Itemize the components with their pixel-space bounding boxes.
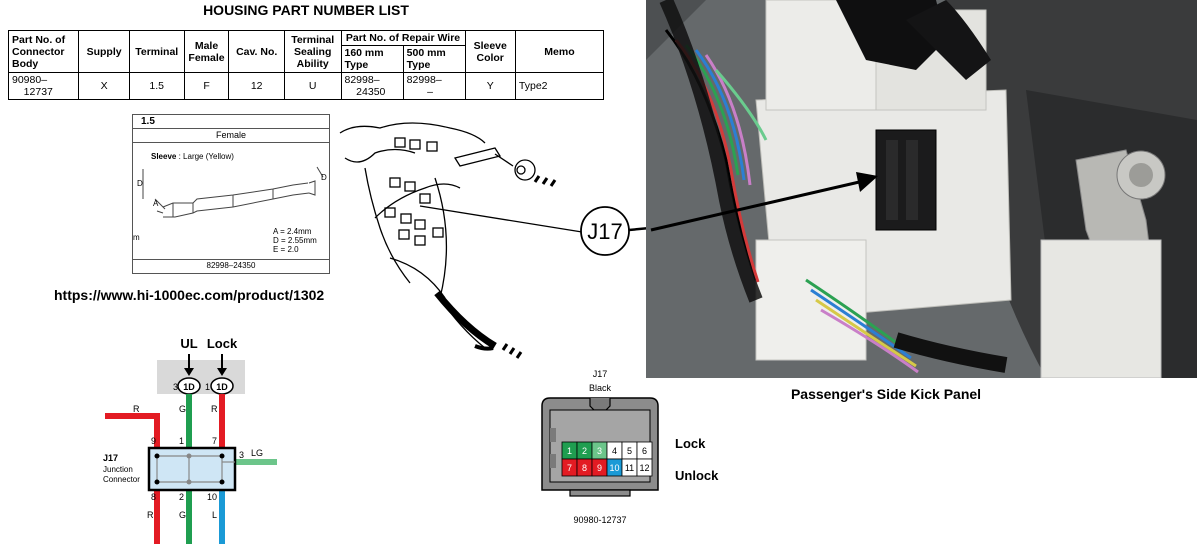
cavity-12: [636, 458, 653, 477]
th-male-female: Male Female: [183, 30, 230, 73]
callout-circle: [580, 206, 630, 256]
photo-caption: Passenger's Side Kick Panel: [790, 386, 982, 402]
letter-m: m: [133, 233, 140, 242]
cell-mf: F: [183, 72, 230, 100]
cell-sealing: U: [283, 72, 342, 100]
pin-8: 8: [151, 492, 156, 502]
terminal-gender: Female: [133, 128, 329, 143]
cavity-label-5: 5: [627, 446, 632, 456]
conn-desc2: Connector: [103, 475, 140, 484]
table-title: HOUSING PART NUMBER LIST: [203, 2, 409, 18]
cavity-label-2: 2: [582, 446, 587, 456]
wire-lg: LG: [251, 448, 263, 458]
cavity-label-6: 6: [642, 446, 647, 456]
cell-memo: Type2: [514, 72, 605, 100]
th-supply: Supply: [78, 30, 130, 73]
badge-left: 1D: [183, 382, 195, 392]
wire-r-top: R: [133, 404, 140, 414]
conn-face-name: J17: [593, 369, 608, 379]
wiring-schematic: UL Lock 1D 1D 3 1 R G R 9 1 7 3 LG J17 J…: [103, 336, 277, 544]
th-wire-500: 500 mm Type: [402, 45, 466, 73]
cell-supply: X: [78, 72, 130, 100]
sleeve-text: Sleeve : Large (Yellow): [151, 152, 234, 161]
cell-500-l1: 82998–: [406, 74, 442, 86]
source-url: https://www.hi-1000ec.com/product/1302: [54, 287, 325, 303]
conn-name: J17: [103, 453, 118, 463]
pin-right: 1: [205, 382, 210, 392]
wire-l-bottom: L: [212, 510, 217, 520]
cavity-label-10: 10: [609, 463, 619, 473]
th-terminal: Terminal: [128, 30, 185, 73]
wire-g: G: [179, 404, 186, 414]
cavity-label-12: 12: [639, 463, 649, 473]
cell-160-l2: 24350: [356, 86, 386, 98]
locator-sketch: J17: [339, 122, 650, 359]
cell-500-l2: –: [427, 86, 433, 98]
cavity-label-7: 7: [567, 463, 572, 473]
wire-r-bottom: R: [147, 510, 154, 520]
cell-part-l1: 90980–: [12, 74, 48, 86]
housing-table: Part No. of Connector Body Supply Termin…: [7, 30, 605, 100]
terminal-sketch: [142, 166, 324, 218]
pin-7: 7: [212, 436, 217, 446]
pin-9: 9: [151, 436, 156, 446]
callout-label: J17: [587, 219, 622, 244]
ul-label: UL: [180, 336, 197, 351]
th-cav-no: Cav. No.: [228, 30, 285, 73]
lock-row-label: Lock: [675, 436, 706, 451]
dimensions: A = 2.4mm D = 2.55mm E = 2.0: [273, 227, 317, 254]
conn-face-color: Black: [589, 383, 612, 393]
unlock-row-label: Unlock: [675, 468, 719, 483]
conn-desc1: Junction: [103, 465, 133, 474]
kick-panel-photo: [646, 0, 1197, 378]
letter-d-right: D: [321, 173, 327, 182]
letter-a: A: [153, 199, 159, 208]
cell-cav: 12: [228, 72, 285, 100]
th-memo: Memo: [514, 30, 605, 73]
th-sealing: Terminal Sealing Ability: [283, 30, 342, 73]
th-repair-wire: Part No. of Repair Wire: [340, 30, 466, 46]
terminal-part-no: 82998–24350: [133, 259, 329, 270]
cavity-label-8: 8: [582, 463, 587, 473]
pin-1: 1: [179, 436, 184, 446]
pin-3: 3: [239, 450, 244, 460]
terminal-size: 1.5: [141, 116, 155, 127]
lock-label: Lock: [207, 336, 238, 351]
letter-d-left: D: [137, 179, 143, 188]
th-wire-160: 160 mm Type: [340, 45, 404, 73]
cavity-label-3: 3: [597, 446, 602, 456]
cell-sleeve: Y: [464, 72, 516, 100]
cavity-label-1: 1: [567, 446, 572, 456]
cell-part-l2: 12737: [23, 86, 53, 98]
cell-160-l1: 82998–: [344, 74, 380, 86]
th-part-no: Part No. of Connector Body: [7, 30, 80, 73]
terminal-drawing: 1.5 Female Sleeve : Large (Yellow) D D A…: [132, 114, 330, 274]
wire-r: R: [211, 404, 218, 414]
cell-terminal: 1.5: [128, 72, 185, 100]
conn-face-part-no: 90980-12737: [573, 515, 626, 525]
cavity-label-11: 11: [625, 463, 634, 473]
cavity-label-9: 9: [597, 463, 602, 473]
badge-right: 1D: [216, 382, 228, 392]
pin-left: 3: [173, 382, 178, 392]
th-sleeve: Sleeve Color: [464, 30, 516, 73]
wire-g-bottom: G: [179, 510, 186, 520]
pin-2: 2: [179, 492, 184, 502]
cavity-label-4: 4: [612, 446, 617, 456]
pin-10: 10: [207, 492, 217, 502]
table-row: 90980– 12737 X 1.5 F 12 U 82998– 24350 8…: [7, 72, 605, 100]
